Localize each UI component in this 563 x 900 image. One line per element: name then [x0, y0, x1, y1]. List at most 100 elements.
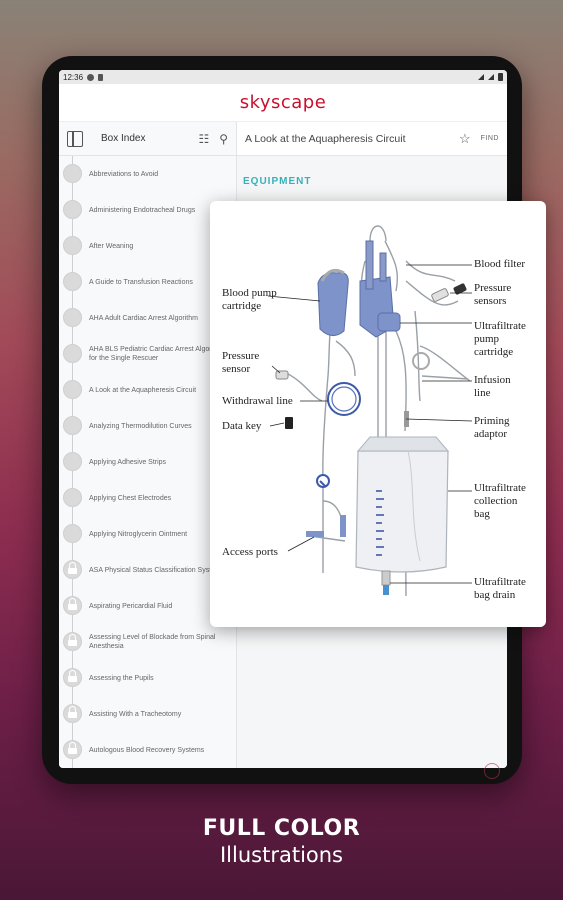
- list-item[interactable]: Assessing Level of Blockade from Spinal …: [59, 624, 236, 660]
- caption-headline: FULL COLOR: [202, 816, 361, 841]
- label-pressure-sensors-1: Pressure: [474, 282, 511, 294]
- list-item[interactable]: Applying Adhesive Strips: [59, 444, 236, 480]
- home-indicator[interactable]: [484, 763, 500, 779]
- label-access-ports: Access ports: [222, 546, 278, 558]
- list-item[interactable]: ASA Physical Status Classification Syste…: [59, 552, 236, 588]
- find-button[interactable]: FIND: [480, 135, 499, 142]
- lock-icon: [68, 742, 77, 754]
- battery-icon: [498, 73, 503, 81]
- list-item[interactable]: After Weaning: [59, 228, 236, 264]
- list-item-label: Aspirating Pericardial Fluid: [89, 602, 173, 610]
- lock-icon: [68, 670, 77, 682]
- list-item[interactable]: Assessing the Pupils: [59, 660, 236, 696]
- list-item-label: AHA BLS Pediatric Cardiac Arrest Algorit…: [89, 346, 225, 362]
- bag-drain: [383, 585, 389, 595]
- list-item[interactable]: Administering Endotracheal Drugs: [59, 192, 236, 228]
- unlocked-indicator: [63, 524, 82, 543]
- unlocked-indicator: [63, 344, 82, 363]
- label-priming-1: Priming: [474, 415, 510, 427]
- list-item-label: Autologous Blood Recovery Systems: [89, 746, 205, 754]
- label-pressure-sensors-2: sensors: [474, 295, 506, 307]
- list-item[interactable]: AHA Adult Cardiac Arrest Algorithm: [59, 300, 236, 336]
- label-drain-1: Ultrafiltrate: [474, 576, 526, 588]
- label-infusion-1: Infusion: [474, 374, 511, 386]
- list-item[interactable]: A Guide to Transfusion Reactions: [59, 264, 236, 300]
- unlocked-indicator: [63, 416, 82, 435]
- list-item-label: A Guide to Transfusion Reactions: [89, 278, 193, 286]
- label-uf-bag-1: Ultrafiltrate: [474, 482, 526, 494]
- list-item-label: Assisting With a Tracheotomy: [89, 710, 182, 718]
- signal-icon: [488, 74, 494, 80]
- label-priming-2: adaptor: [474, 428, 507, 440]
- list-item[interactable]: Applying Chest Electrodes: [59, 480, 236, 516]
- unlocked-indicator: [63, 200, 82, 219]
- sim-icon: [98, 73, 104, 81]
- label-drain-2: bag drain: [474, 589, 516, 601]
- index-toolbar: Box Index ☷ ⚲: [59, 122, 237, 155]
- lock-icon: [68, 598, 77, 610]
- promo-caption: FULL COLOR Illustrations: [0, 816, 563, 867]
- label-uf-bag-2: collection: [474, 495, 518, 507]
- label-uf-pump-3: cartridge: [474, 346, 513, 358]
- label-data-key: Data key: [222, 420, 262, 432]
- caption-subline: Illustrations: [219, 843, 344, 867]
- lock-icon: [68, 634, 77, 646]
- app-logo: skyscape: [239, 92, 327, 113]
- label-infusion-2: line: [474, 387, 491, 399]
- wifi-icon: [478, 74, 484, 80]
- list-item-label: Abbreviations to Avoid: [89, 170, 159, 178]
- list-item[interactable]: Assisting With a Tracheotomy: [59, 696, 236, 732]
- ultrafiltrate-collection-bag: [355, 450, 449, 573]
- label-uf-pump-1: Ultrafiltrate: [474, 320, 526, 332]
- label-blood-filter: Blood filter: [474, 258, 525, 270]
- list-item-label: After Weaning: [89, 242, 134, 250]
- label-blood-pump-2: cartridge: [222, 300, 261, 312]
- list-item[interactable]: Applying Nitroglycerin Ointment: [59, 516, 236, 552]
- list-item-label: Assessing the Pupils: [89, 674, 154, 682]
- data-key-device: [285, 417, 293, 429]
- list-item-label: Applying Adhesive Strips: [89, 458, 167, 466]
- list-item[interactable]: A Look at the Aquapheresis Circuit: [59, 372, 236, 408]
- unlocked-indicator: [63, 488, 82, 507]
- status-time: 12:36: [63, 72, 84, 82]
- filter-icon[interactable]: ☷: [198, 131, 210, 146]
- label-uf-bag-3: bag: [474, 508, 490, 520]
- article-title: A Look at the Aquapheresis Circuit: [245, 132, 406, 145]
- lock-icon: [68, 562, 77, 574]
- list-item[interactable]: Aspirating Pericardial Fluid: [59, 588, 236, 624]
- list-item-label: Analyzing Thermodilution Curves: [89, 422, 192, 430]
- aquapheresis-circuit-illustration: Blood filter Pressure sensors Ultrafiltr…: [222, 225, 526, 601]
- unlocked-indicator: [63, 380, 82, 399]
- list-item-label: A Look at the Aquapheresis Circuit: [89, 386, 197, 394]
- label-uf-pump-2: pump: [474, 333, 500, 345]
- list-item[interactable]: Autologous Blood Recovery Systems: [59, 732, 236, 768]
- search-icon[interactable]: ⚲: [219, 131, 228, 146]
- app-bar: skyscape: [59, 84, 507, 122]
- list-item[interactable]: Analyzing Thermodilution Curves: [59, 408, 236, 444]
- blood-pump-cartridge: [317, 272, 349, 336]
- unlocked-indicator: [63, 452, 82, 471]
- illustration-popup[interactable]: Blood filter Pressure sensors Ultrafiltr…: [210, 201, 546, 627]
- list-item-label: Applying Nitroglycerin Ointment: [89, 530, 188, 538]
- list-item-label: Administering Endotracheal Drugs: [89, 206, 196, 214]
- label-pressure-sensor-2: sensor: [222, 363, 250, 375]
- label-blood-pump-1: Blood pump: [222, 287, 277, 299]
- label-pressure-sensor-1: Pressure: [222, 350, 259, 362]
- list-item-label: Applying Chest Electrodes: [89, 494, 172, 502]
- toolbar: Box Index ☷ ⚲ A Look at the Aquapheresis…: [59, 122, 507, 156]
- book-icon[interactable]: [67, 130, 83, 147]
- list-item[interactable]: Abbreviations to Avoid: [59, 156, 236, 192]
- list-item[interactable]: AHA BLS Pediatric Cardiac Arrest Algorit…: [59, 336, 236, 372]
- unlocked-indicator: [63, 164, 82, 183]
- list-item-label: AHA Adult Cardiac Arrest Algorithm: [89, 314, 198, 322]
- unlocked-indicator: [63, 236, 82, 255]
- list-item-label: Assessing Level of Blockade from Spinal …: [89, 634, 216, 650]
- label-withdrawal: Withdrawal line: [222, 395, 293, 407]
- blood-filter: [365, 240, 374, 290]
- article-toolbar: A Look at the Aquapheresis Circuit ☆ FIN…: [237, 122, 507, 155]
- unlocked-indicator: [63, 308, 82, 327]
- favorite-star-icon[interactable]: ☆: [459, 130, 471, 146]
- index-title: Box Index: [101, 133, 146, 144]
- unlocked-indicator: [63, 272, 82, 291]
